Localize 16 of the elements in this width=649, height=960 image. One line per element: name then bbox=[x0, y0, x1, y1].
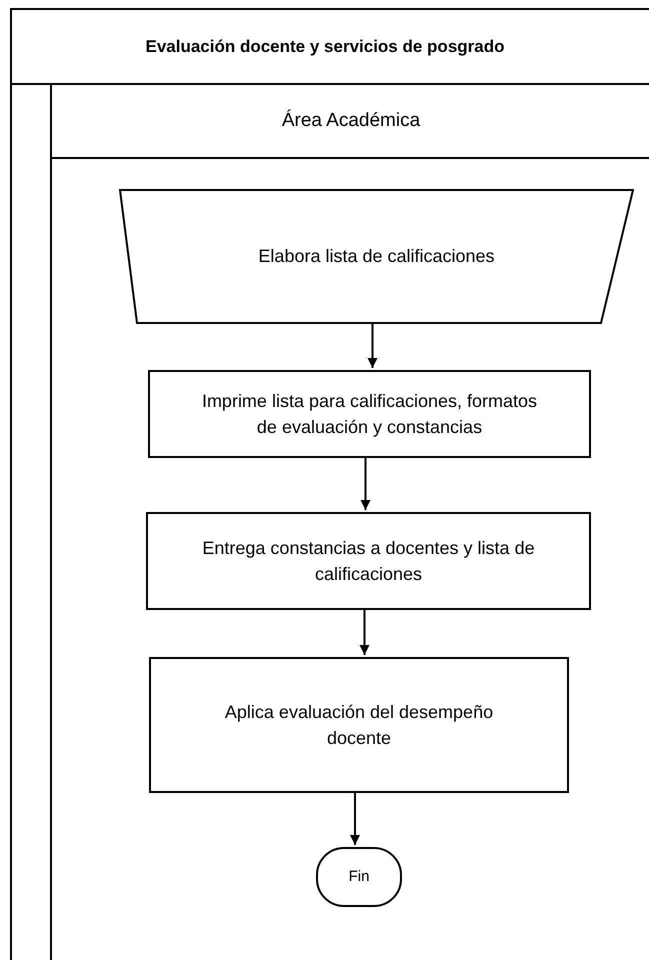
step-text: Entrega constancias a docentes y lista de calificaciones bbox=[201, 536, 536, 586]
process-box bbox=[149, 657, 569, 793]
step-text: Aplica evaluación del desempeño docente bbox=[224, 700, 494, 750]
terminal-text: Fin bbox=[348, 867, 370, 888]
process-box bbox=[146, 512, 591, 610]
terminator-shape bbox=[316, 847, 402, 907]
pool-title: Evaluación docente y servicios de posgrado bbox=[145, 36, 504, 56]
arrow bbox=[368, 322, 378, 368]
arrow bbox=[350, 791, 360, 845]
step-text: Elabora lista de calificaciones bbox=[258, 245, 495, 268]
arrow bbox=[360, 608, 370, 655]
arrow bbox=[360, 456, 370, 510]
lane-title: Área Académica bbox=[282, 110, 422, 132]
process-box bbox=[148, 370, 591, 458]
manual-operation-shape bbox=[119, 189, 634, 324]
step-text: Imprime lista para calificaciones, formatos de evaluación y constancias bbox=[200, 390, 538, 439]
